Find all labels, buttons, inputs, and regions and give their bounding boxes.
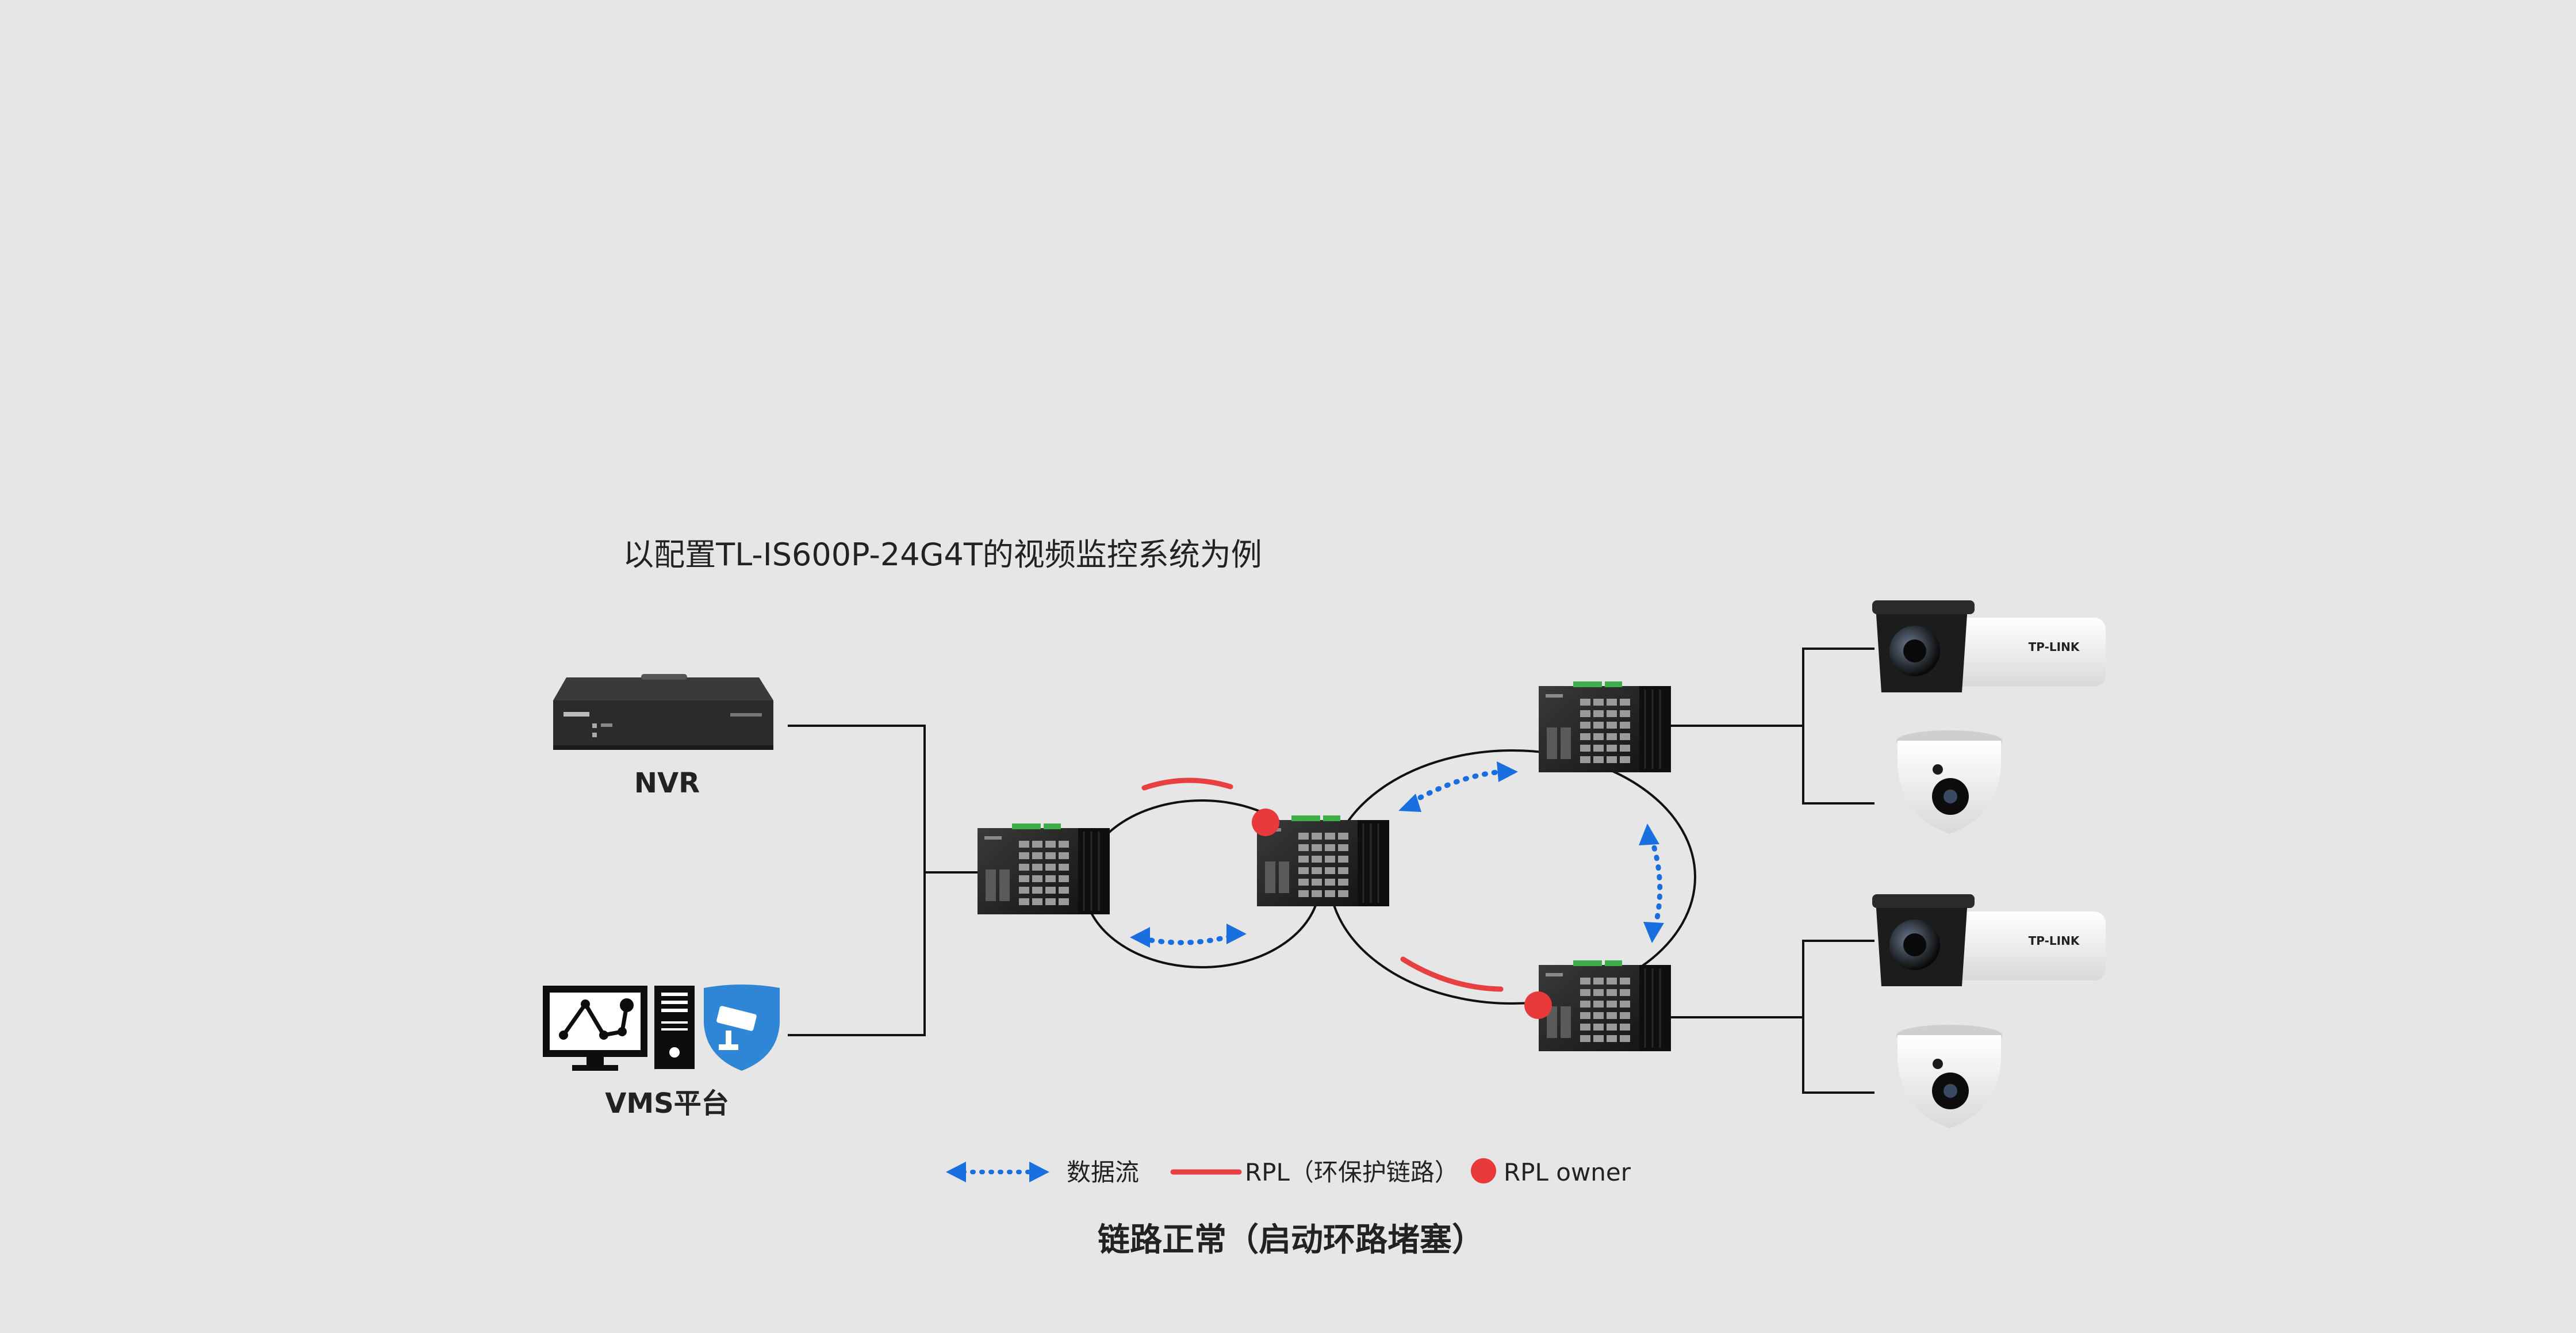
nvr-device	[553, 674, 773, 750]
rpl-owner-dot-bottom	[1524, 991, 1552, 1019]
switch-left	[976, 822, 1111, 916]
right-connections	[1669, 648, 1874, 1094]
legend-rpl-owner-icon	[1471, 1158, 1496, 1183]
rpl-owner-dot-center	[1252, 809, 1279, 836]
bullet-camera-icon: TP-LINK	[1872, 600, 2106, 692]
bullet-camera-icon: TP-LINK	[1872, 894, 2106, 986]
nvr-label: NVR	[634, 767, 700, 799]
vms-label: VMS平台	[605, 1087, 729, 1120]
switch-top-right	[1538, 680, 1672, 773]
rpl-link-top	[1141, 777, 1233, 791]
dome-camera-icon	[1896, 730, 2002, 834]
switch-bottom-right	[1538, 959, 1672, 1052]
camera-brand-text: TP-LINK	[2029, 640, 2080, 654]
security-shield-icon	[704, 985, 780, 1071]
left-connections	[788, 725, 977, 1036]
legend: 数据流 RPL（环保护链路） RPL owner	[946, 1158, 1631, 1186]
legend-data-flow-label: 数据流	[1067, 1158, 1139, 1186]
diagram-caption: 链路正常（启动环路堵塞）	[1098, 1221, 1484, 1259]
data-flow-arrows	[1130, 761, 1664, 948]
diagram-title: 以配置TL-IS600P-24G4T的视频监控系统为例	[623, 537, 1262, 573]
rpl-link-bottom	[1400, 956, 1504, 992]
monitor-icon	[543, 986, 647, 1071]
legend-rpl-owner-label: RPL owner	[1504, 1158, 1631, 1186]
legend-data-flow-icon	[946, 1162, 1049, 1182]
dome-camera-icon	[1896, 1025, 2002, 1128]
camera-brand-text: TP-LINK	[2029, 934, 2080, 948]
server-tower-icon	[654, 986, 695, 1069]
legend-rpl-label: RPL（环保护链路）	[1245, 1158, 1459, 1186]
